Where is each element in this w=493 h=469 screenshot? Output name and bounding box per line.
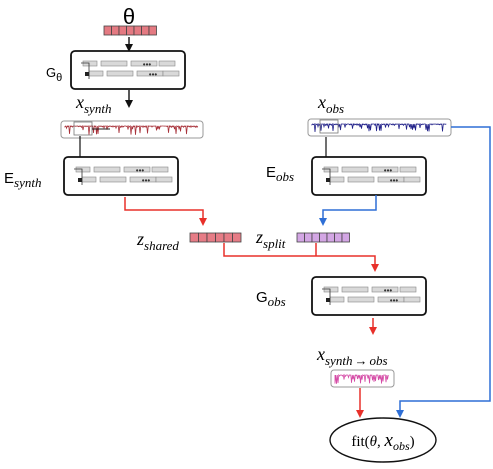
z-shared-label: zshared — [136, 229, 179, 253]
g-theta-label: Gθ — [46, 65, 62, 84]
layer-bar — [81, 176, 97, 183]
fit-ellipse — [329, 417, 437, 463]
arrow-esynth-to-zshared — [124, 197, 207, 226]
x-obs-spectrum — [307, 118, 452, 137]
spectrum-trace — [64, 124, 199, 135]
z-split-vector — [296, 232, 350, 243]
crop-window — [73, 121, 93, 136]
theta-label: θ — [123, 4, 135, 29]
z-shared-vector — [189, 232, 242, 243]
ellipsis-dots: ••• — [136, 166, 145, 175]
layer-bar — [399, 286, 417, 293]
ellipsis-dots: ••• — [390, 176, 399, 185]
theta-vector — [103, 25, 157, 36]
ellipsis-dots: ••• — [384, 286, 393, 295]
layer-bar — [347, 296, 375, 303]
theta-cell — [118, 25, 127, 36]
z-split-cell — [334, 232, 343, 243]
ellipsis-dots: ••• — [384, 166, 393, 175]
theta-cell — [103, 25, 112, 36]
x-obs-label: xobs — [317, 92, 344, 116]
layer-bar — [341, 286, 369, 293]
ellipsis-dots: ••• — [143, 60, 152, 69]
layer-bar — [106, 70, 134, 77]
layer-bar — [371, 286, 399, 293]
x-synth-to-obs-label: xsynth→obs — [316, 344, 388, 368]
e-obs-label: Eobs — [266, 164, 294, 184]
layer-bar — [329, 176, 345, 183]
spectrum-frame — [60, 120, 204, 139]
network-frame — [63, 156, 179, 196]
layer-bar — [82, 60, 98, 67]
z-split-cell — [341, 232, 350, 243]
z-shared-cell — [232, 232, 242, 243]
node-marker — [85, 72, 89, 76]
layer-bar — [329, 296, 345, 303]
layer-bar — [399, 166, 417, 173]
theta-cell — [141, 25, 150, 36]
layer-bar — [75, 166, 91, 173]
fit-label: fit(θ, xobs) — [351, 430, 414, 453]
layer-bar — [123, 166, 151, 173]
x-synth-label: xsynth — [75, 92, 111, 116]
arrow-xobs-to-fit — [396, 126, 491, 418]
arrow-eobs-to-zsplit — [319, 195, 377, 226]
layer-bar — [155, 176, 173, 183]
x-synth-spectrum — [60, 120, 204, 139]
z-shared-cell — [215, 232, 225, 243]
g-obs-label: Gobs — [256, 289, 286, 309]
z-shared-cell — [189, 232, 199, 243]
x-synth-to-obs-spectrum — [330, 369, 395, 388]
g-obs-network: •••••• — [311, 276, 427, 316]
ellipsis-dots: ••• — [142, 176, 151, 185]
theta-cell — [148, 25, 157, 36]
layer-bar — [371, 166, 399, 173]
layer-bar — [88, 70, 104, 77]
layer-bar — [323, 286, 339, 293]
ellipsis-dots: ••• — [390, 296, 399, 305]
layer-bar — [99, 176, 127, 183]
network-frame — [311, 276, 427, 316]
arrow-zshared-to-gobs — [223, 243, 379, 272]
node-marker — [78, 178, 82, 182]
layer-bar — [323, 166, 339, 173]
e-synth-label: Esynth — [4, 170, 41, 190]
node-marker — [326, 178, 330, 182]
spectrum-trace — [334, 373, 389, 384]
network-frame — [70, 50, 186, 90]
e-synth-network: •••••• — [63, 156, 179, 196]
theta-cell — [133, 25, 142, 36]
z-shared-cell — [206, 232, 216, 243]
layer-bar — [162, 70, 180, 77]
layer-bar — [158, 60, 176, 67]
z-shared-cell — [223, 232, 233, 243]
ellipsis-dots: ••• — [149, 70, 158, 79]
z-split-cell — [319, 232, 328, 243]
z-shared-cell — [198, 232, 208, 243]
z-split-label: zsplit — [255, 227, 286, 251]
theta-cell — [111, 25, 120, 36]
layer-bar — [100, 60, 128, 67]
crop-window — [319, 119, 339, 134]
layer-bar — [403, 176, 421, 183]
z-split-cell — [311, 232, 320, 243]
e-obs-network: •••••• — [311, 156, 427, 196]
layer-bar — [403, 296, 421, 303]
z-split-cell — [326, 232, 335, 243]
layer-bar — [341, 166, 369, 173]
z-split-cell — [304, 232, 313, 243]
layer-bar — [93, 166, 121, 173]
spectrum-trace — [311, 122, 447, 133]
theta-cell — [126, 25, 135, 36]
node-marker — [326, 298, 330, 302]
layer-bar — [130, 60, 158, 67]
z-split-cell — [296, 232, 305, 243]
g-theta-network: •••••• — [70, 50, 186, 90]
network-frame — [311, 156, 427, 196]
layer-bar — [347, 176, 375, 183]
layer-bar — [151, 166, 169, 173]
